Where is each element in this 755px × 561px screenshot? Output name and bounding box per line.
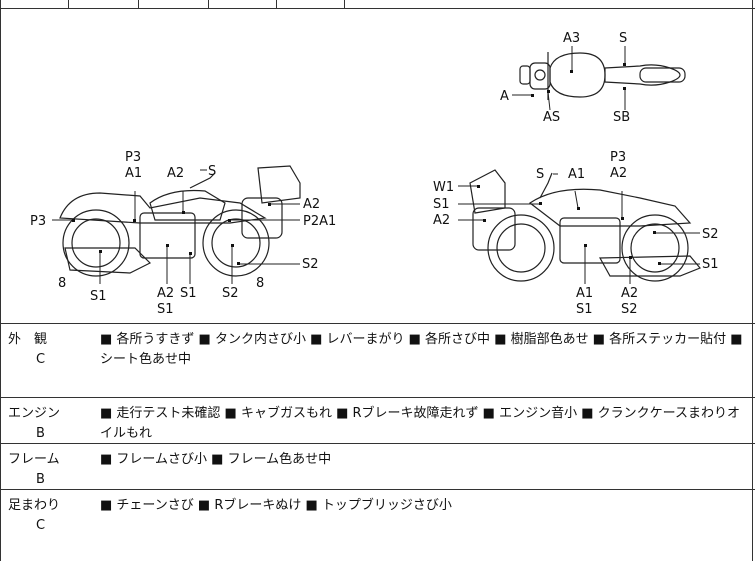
label-A1: A1 bbox=[125, 166, 142, 181]
label-S: S bbox=[536, 167, 544, 182]
header-cell bbox=[276, 0, 345, 8]
category-name: 外 観 bbox=[8, 332, 48, 347]
header-cell bbox=[68, 0, 139, 8]
header-cell bbox=[138, 0, 209, 8]
label-S2: S2 bbox=[621, 302, 638, 317]
label-S2: S2 bbox=[302, 257, 319, 272]
label-A3: A3 bbox=[563, 31, 580, 46]
category-cell: フレーム B bbox=[8, 450, 88, 490]
label-S2: S2 bbox=[222, 286, 239, 301]
label-W1: W1 bbox=[433, 180, 454, 195]
category-cell: エンジン B bbox=[8, 404, 88, 444]
condition-row-suspension: 足まわり C ■ チェーンさび ■ Rブレーキぬけ ■ トップブリッジさび小 bbox=[0, 490, 755, 561]
label-A2: A2 bbox=[167, 166, 184, 181]
category-name: エンジン bbox=[8, 406, 61, 421]
label-S: S bbox=[208, 164, 216, 179]
label-A2: A2 bbox=[610, 166, 627, 181]
motorcycle-diagram-svg: A3 S A AS SB P3 A1 A2 S A2 P2A1 P3 S2 8 … bbox=[30, 31, 719, 317]
label-S1: S1 bbox=[702, 257, 719, 272]
label-P2A1: P2A1 bbox=[303, 214, 336, 229]
category-grade: B bbox=[36, 472, 45, 487]
category-name: 足まわり bbox=[8, 498, 61, 513]
label-P3: P3 bbox=[30, 214, 46, 229]
label-A: A bbox=[500, 89, 509, 104]
label-S1: S1 bbox=[433, 197, 450, 212]
condition-notes: ■ 走行テスト未確認 ■ キャブガスもれ ■ Rブレーキ故障走れず ■ エンジン… bbox=[100, 406, 740, 441]
condition-notes: ■ フレームさび小 ■ フレーム色あせ中 bbox=[100, 452, 332, 467]
left-side-motorcycle bbox=[59, 165, 301, 277]
condition-notes: ■ チェーンさび ■ Rブレーキぬけ ■ トップブリッジさび小 bbox=[100, 498, 452, 513]
damage-diagram: A3 S A AS SB P3 A1 A2 S A2 P2A1 P3 S2 8 … bbox=[0, 8, 755, 324]
label-A1: A1 bbox=[576, 286, 593, 301]
label-S1: S1 bbox=[576, 302, 593, 317]
label-S1: S1 bbox=[157, 302, 174, 317]
condition-notes: ■ 各所うすきず ■ タンク内さび小 ■ レバーまがり ■ 各所さび中 ■ 樹脂… bbox=[100, 332, 743, 367]
category-name: フレーム bbox=[8, 452, 60, 467]
header-cell bbox=[0, 0, 69, 8]
label-P3: P3 bbox=[610, 150, 626, 165]
condition-row-frame: フレーム B ■ フレームさび小 ■ フレーム色あせ中 bbox=[0, 444, 755, 490]
label-A2: A2 bbox=[303, 197, 320, 212]
category-cell: 足まわり C bbox=[8, 496, 88, 536]
category-grade: B bbox=[36, 426, 45, 441]
header-cell bbox=[208, 0, 277, 8]
category-grade: C bbox=[36, 352, 46, 367]
condition-row-engine: エンジン B ■ 走行テスト未確認 ■ キャブガスもれ ■ Rブレーキ故障走れず… bbox=[0, 398, 755, 444]
condition-row-exterior: 外 観 C ■ 各所うすきず ■ タンク内さび小 ■ レバーまがり ■ 各所さび… bbox=[0, 324, 755, 398]
label-S1: S1 bbox=[90, 289, 107, 304]
label-AS: AS bbox=[543, 110, 560, 125]
header-row-remnant bbox=[0, 0, 755, 9]
label-8: 8 bbox=[58, 276, 66, 291]
leader-lines bbox=[52, 46, 700, 284]
top-view-motorcycle bbox=[519, 52, 686, 100]
label-A2: A2 bbox=[433, 213, 450, 228]
label-S2: S2 bbox=[702, 227, 719, 242]
label-SB: SB bbox=[613, 110, 630, 125]
label-A2: A2 bbox=[621, 286, 638, 301]
label-S1: S1 bbox=[180, 286, 197, 301]
label-A2: A2 bbox=[157, 286, 174, 301]
category-cell: 外 観 C bbox=[8, 330, 88, 370]
label-S: S bbox=[619, 31, 627, 46]
right-side-motorcycle bbox=[469, 169, 701, 282]
label-A1: A1 bbox=[568, 167, 585, 182]
damage-markers bbox=[72, 63, 661, 265]
category-grade: C bbox=[36, 518, 46, 533]
label-8: 8 bbox=[256, 276, 264, 291]
label-P3: P3 bbox=[125, 150, 141, 165]
